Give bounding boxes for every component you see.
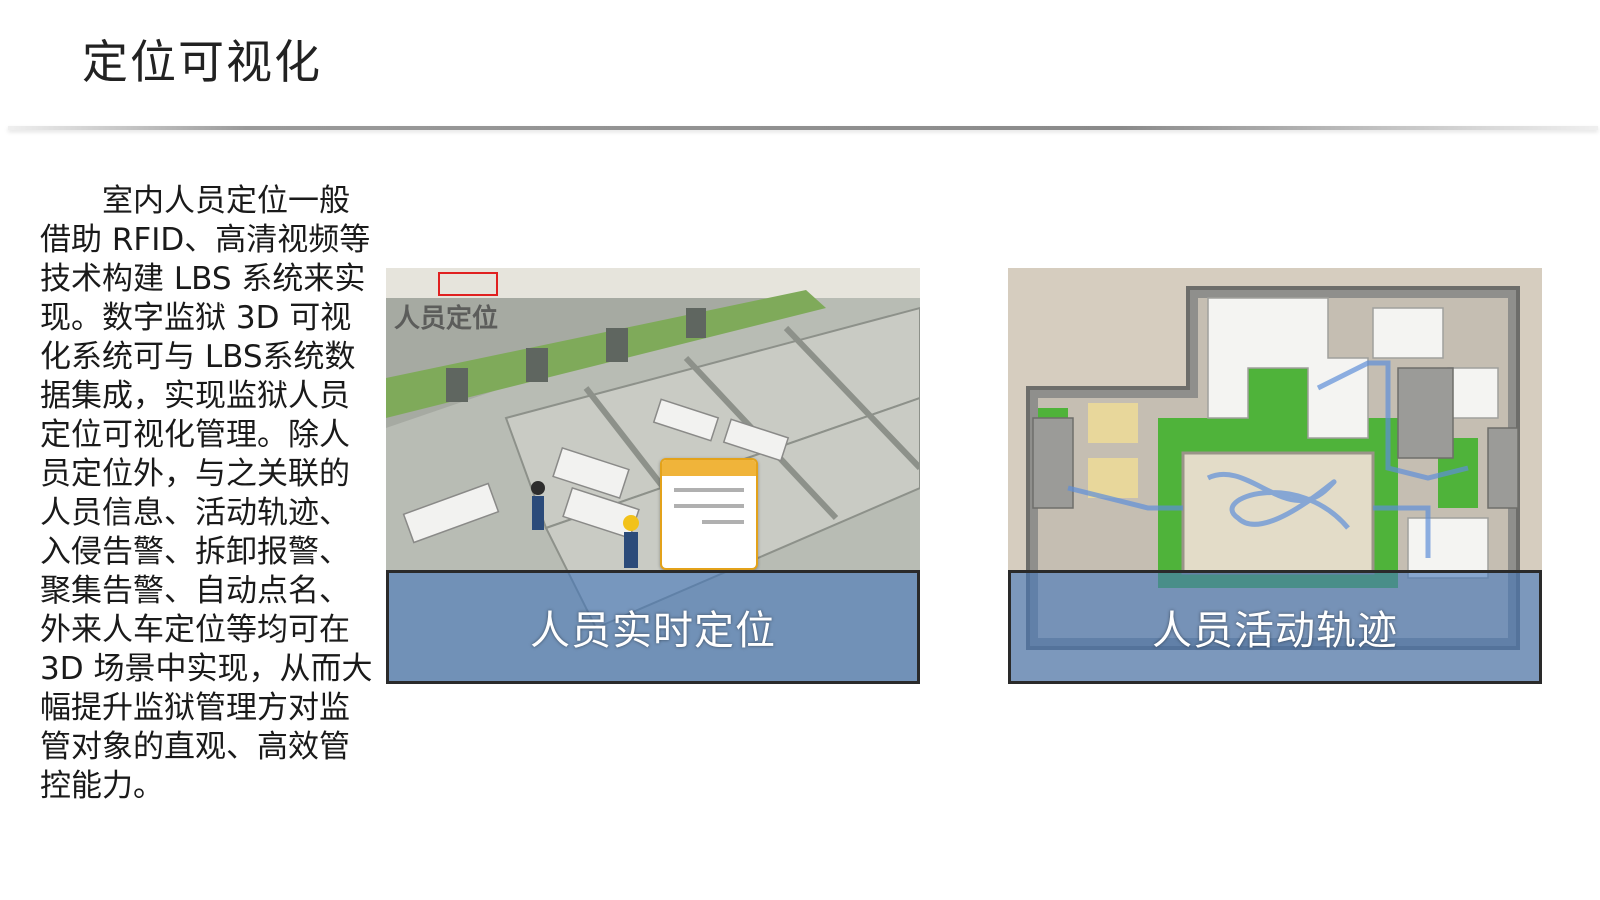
popup-header bbox=[662, 460, 756, 476]
overlay-positioning-label: 人员定位 bbox=[394, 304, 499, 334]
right-caption-text: 人员活动轨迹 bbox=[1152, 608, 1398, 654]
left-caption-text: 人员实时定位 bbox=[530, 608, 776, 654]
highlight-red-box bbox=[438, 272, 498, 296]
title-divider bbox=[8, 126, 1598, 130]
left-caption-bar: 人员实时定位 bbox=[386, 570, 920, 684]
activity-trajectory-panel: 人员活动轨迹 bbox=[1008, 268, 1542, 684]
popup-line bbox=[702, 520, 744, 524]
popup-line bbox=[674, 504, 744, 508]
popup-line bbox=[674, 488, 744, 492]
page-title: 定位可视化 bbox=[82, 35, 322, 89]
right-caption-bar: 人员活动轨迹 bbox=[1008, 570, 1542, 684]
person-info-popup bbox=[660, 458, 758, 570]
body-paragraph: 室内人员定位一般借助 RFID、高清视频等技术构建 LBS 系统来实现。数字监狱… bbox=[40, 183, 373, 804]
realtime-positioning-panel: 人员定位 人员实时定位 bbox=[386, 268, 920, 684]
